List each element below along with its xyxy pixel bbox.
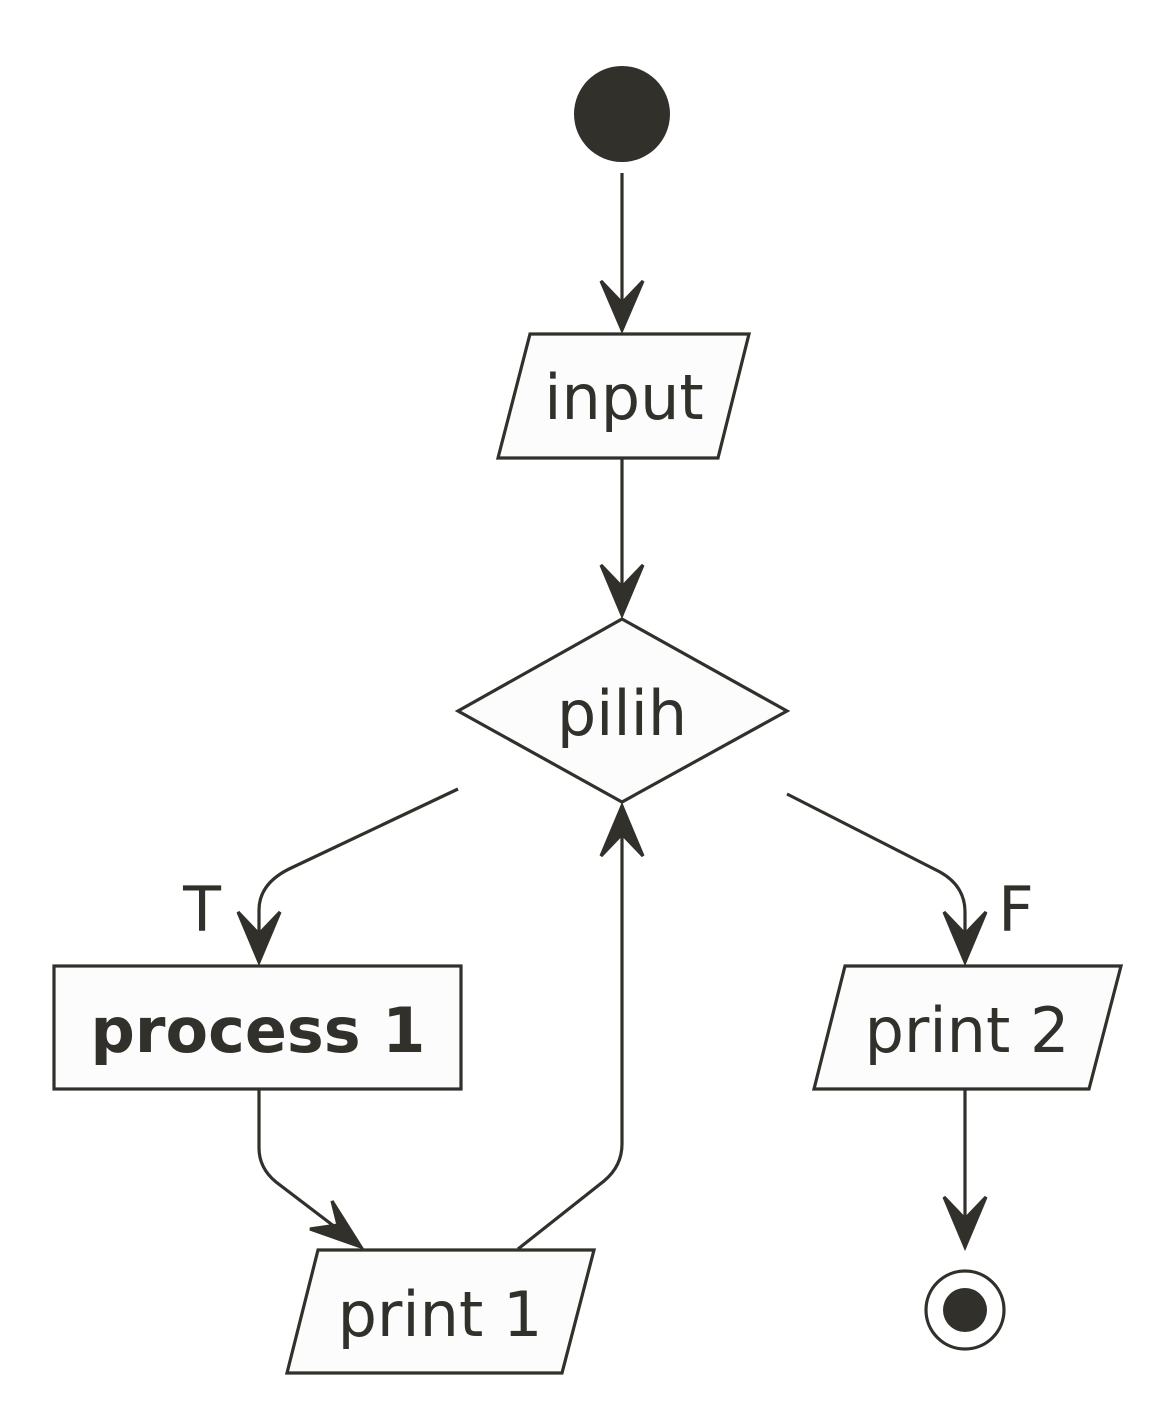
input-label: input — [544, 361, 703, 434]
input-node — [495, 332, 752, 460]
arrowhead-print2 — [942, 910, 988, 967]
edge-loop-back — [517, 806, 624, 1251]
edge-process-to-print1 — [257, 1089, 361, 1248]
arrowhead-end — [942, 1195, 988, 1252]
false-label: F — [998, 873, 1034, 946]
process-label: process 1 — [91, 994, 426, 1067]
print1-node — [284, 1248, 597, 1375]
end-node-dot — [943, 1288, 987, 1332]
print2-node — [811, 964, 1124, 1091]
edge-true-branch — [257, 787, 459, 962]
print2-label: print 2 — [865, 994, 1070, 1067]
arrowhead-input — [599, 279, 645, 335]
arrowhead-decision-top — [599, 563, 645, 620]
decision-label: pilih — [557, 677, 687, 750]
process-node — [52, 964, 463, 1091]
arrowhead-print1 — [309, 1200, 365, 1251]
arrowhead-process — [236, 910, 282, 967]
print1-label: print 1 — [338, 1278, 543, 1351]
edge-false-branch — [786, 792, 967, 962]
arrowhead-decision-bottom — [599, 801, 645, 858]
start-node — [574, 66, 670, 162]
true-label: T — [182, 873, 222, 946]
